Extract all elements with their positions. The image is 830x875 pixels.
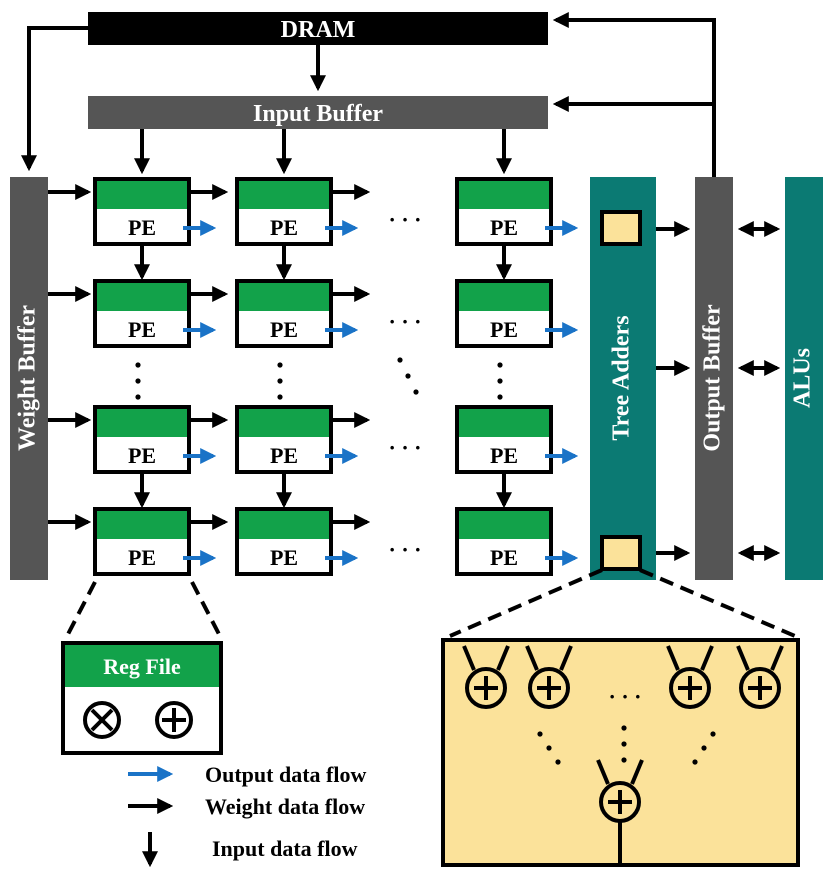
pe-cell: PE	[455, 405, 553, 474]
reg-file-title: Reg File	[103, 654, 181, 679]
ellipsis-dot	[692, 759, 698, 765]
legend-label-weight: Weight data flow	[205, 794, 365, 819]
legend-label-output: Output data flow	[205, 762, 366, 787]
adder-plus-icon	[736, 645, 784, 709]
tree-adder-detail: · · ·	[441, 568, 800, 867]
pe-label: PE	[128, 443, 156, 468]
adder-cell-bottom	[600, 535, 642, 571]
add-icon	[155, 701, 193, 739]
input-buffer-block: Input Buffer	[88, 96, 548, 129]
pe-cell: PE	[455, 279, 553, 348]
pe-label: PE	[128, 215, 156, 240]
adder-tree	[462, 645, 784, 863]
pe-cell: PE	[235, 177, 333, 246]
ellipsis-dot	[710, 731, 716, 737]
pe-array: PE PE PE · · · PE PE PE · · · PE PE PE · · · PE PE PE ·…	[48, 129, 579, 576]
multiply-icon	[83, 701, 121, 739]
ellipsis-dot	[621, 725, 627, 731]
tree-adders-block: Tree Adders	[590, 177, 656, 580]
dram-block: DRAM	[88, 12, 548, 45]
ellipsis-dot	[546, 745, 552, 751]
row-ellipsis: · · ·	[388, 537, 421, 562]
reg-file-detail: Reg File	[61, 581, 224, 755]
tree-adders-label: Tree Adders	[609, 315, 635, 440]
ellipsis-dot	[397, 357, 403, 363]
ellipsis-dot	[413, 389, 419, 395]
pe-label: PE	[270, 443, 298, 468]
row-ellipsis: · · ·	[388, 309, 421, 334]
pe-label: PE	[270, 317, 298, 342]
dram-to-weight-buffer-arrow	[21, 26, 88, 172]
ellipsis-dot	[277, 378, 283, 384]
output-to-dram-arrow	[552, 12, 716, 177]
adder-plus-icon	[462, 645, 510, 709]
pe-label: PE	[490, 317, 518, 342]
alus-block: ALUs	[785, 177, 823, 580]
weight-buffer-block: Weight Buffer	[10, 177, 48, 580]
adder-cell-top	[600, 210, 642, 246]
output-interconnect	[656, 221, 781, 561]
pe-cell: PE	[93, 405, 191, 474]
input-buffer-label: Input Buffer	[253, 101, 383, 127]
row-ellipsis: · · ·	[388, 435, 421, 460]
legend-label-input: Input data flow	[212, 836, 358, 861]
ellipsis-dot	[135, 362, 141, 368]
weight-buffer-label: Weight Buffer	[15, 305, 41, 451]
legend: Output data flow Weight data flow Input …	[128, 762, 366, 868]
adder-plus-icon	[525, 645, 573, 709]
ellipsis-dot	[135, 378, 141, 384]
pe-cell: PE	[235, 507, 333, 576]
pe-cell: PE	[455, 177, 553, 246]
pe-label: PE	[270, 215, 298, 240]
ellipsis-dot	[405, 373, 411, 379]
pe-label: PE	[270, 545, 298, 570]
output-buffer-block: Output Buffer	[695, 177, 733, 580]
pe-label: PE	[128, 545, 156, 570]
alus-label: ALUs	[790, 348, 816, 408]
pe-cell: PE	[455, 507, 553, 576]
ellipsis-dot	[135, 394, 141, 400]
pe-label: PE	[490, 215, 518, 240]
ellipsis-dot	[621, 741, 627, 747]
ellipsis-dot	[497, 362, 503, 368]
pe-cell: PE	[93, 507, 191, 576]
row-ellipsis: · · ·	[388, 207, 421, 232]
pe-cell: PE	[93, 279, 191, 348]
adder-plus-icon	[666, 645, 714, 709]
pe-cell: PE	[93, 177, 191, 246]
legend-output-data-flow: Output data flow	[128, 762, 366, 787]
ellipsis-dot	[497, 378, 503, 384]
legend-weight-data-flow: Weight data flow	[128, 794, 365, 819]
ellipsis-dot	[277, 394, 283, 400]
pe-label: PE	[490, 545, 518, 570]
ellipsis-dot	[555, 759, 561, 765]
dram-connections	[21, 12, 716, 177]
ellipsis-dot	[537, 731, 543, 737]
ellipsis-dot	[701, 745, 707, 751]
pe-label: PE	[490, 443, 518, 468]
output-buffer-label: Output Buffer	[700, 304, 726, 452]
adder-ellipsis: · · ·	[608, 684, 641, 709]
legend-input-data-flow: Input data flow	[142, 832, 358, 868]
ellipsis-dot	[621, 757, 627, 763]
pe-label: PE	[128, 317, 156, 342]
pe-cell: PE	[235, 279, 333, 348]
dram-label: DRAM	[281, 17, 356, 43]
ellipsis-dot	[497, 394, 503, 400]
pe-cell: PE	[235, 405, 333, 474]
ellipsis-dot	[277, 362, 283, 368]
